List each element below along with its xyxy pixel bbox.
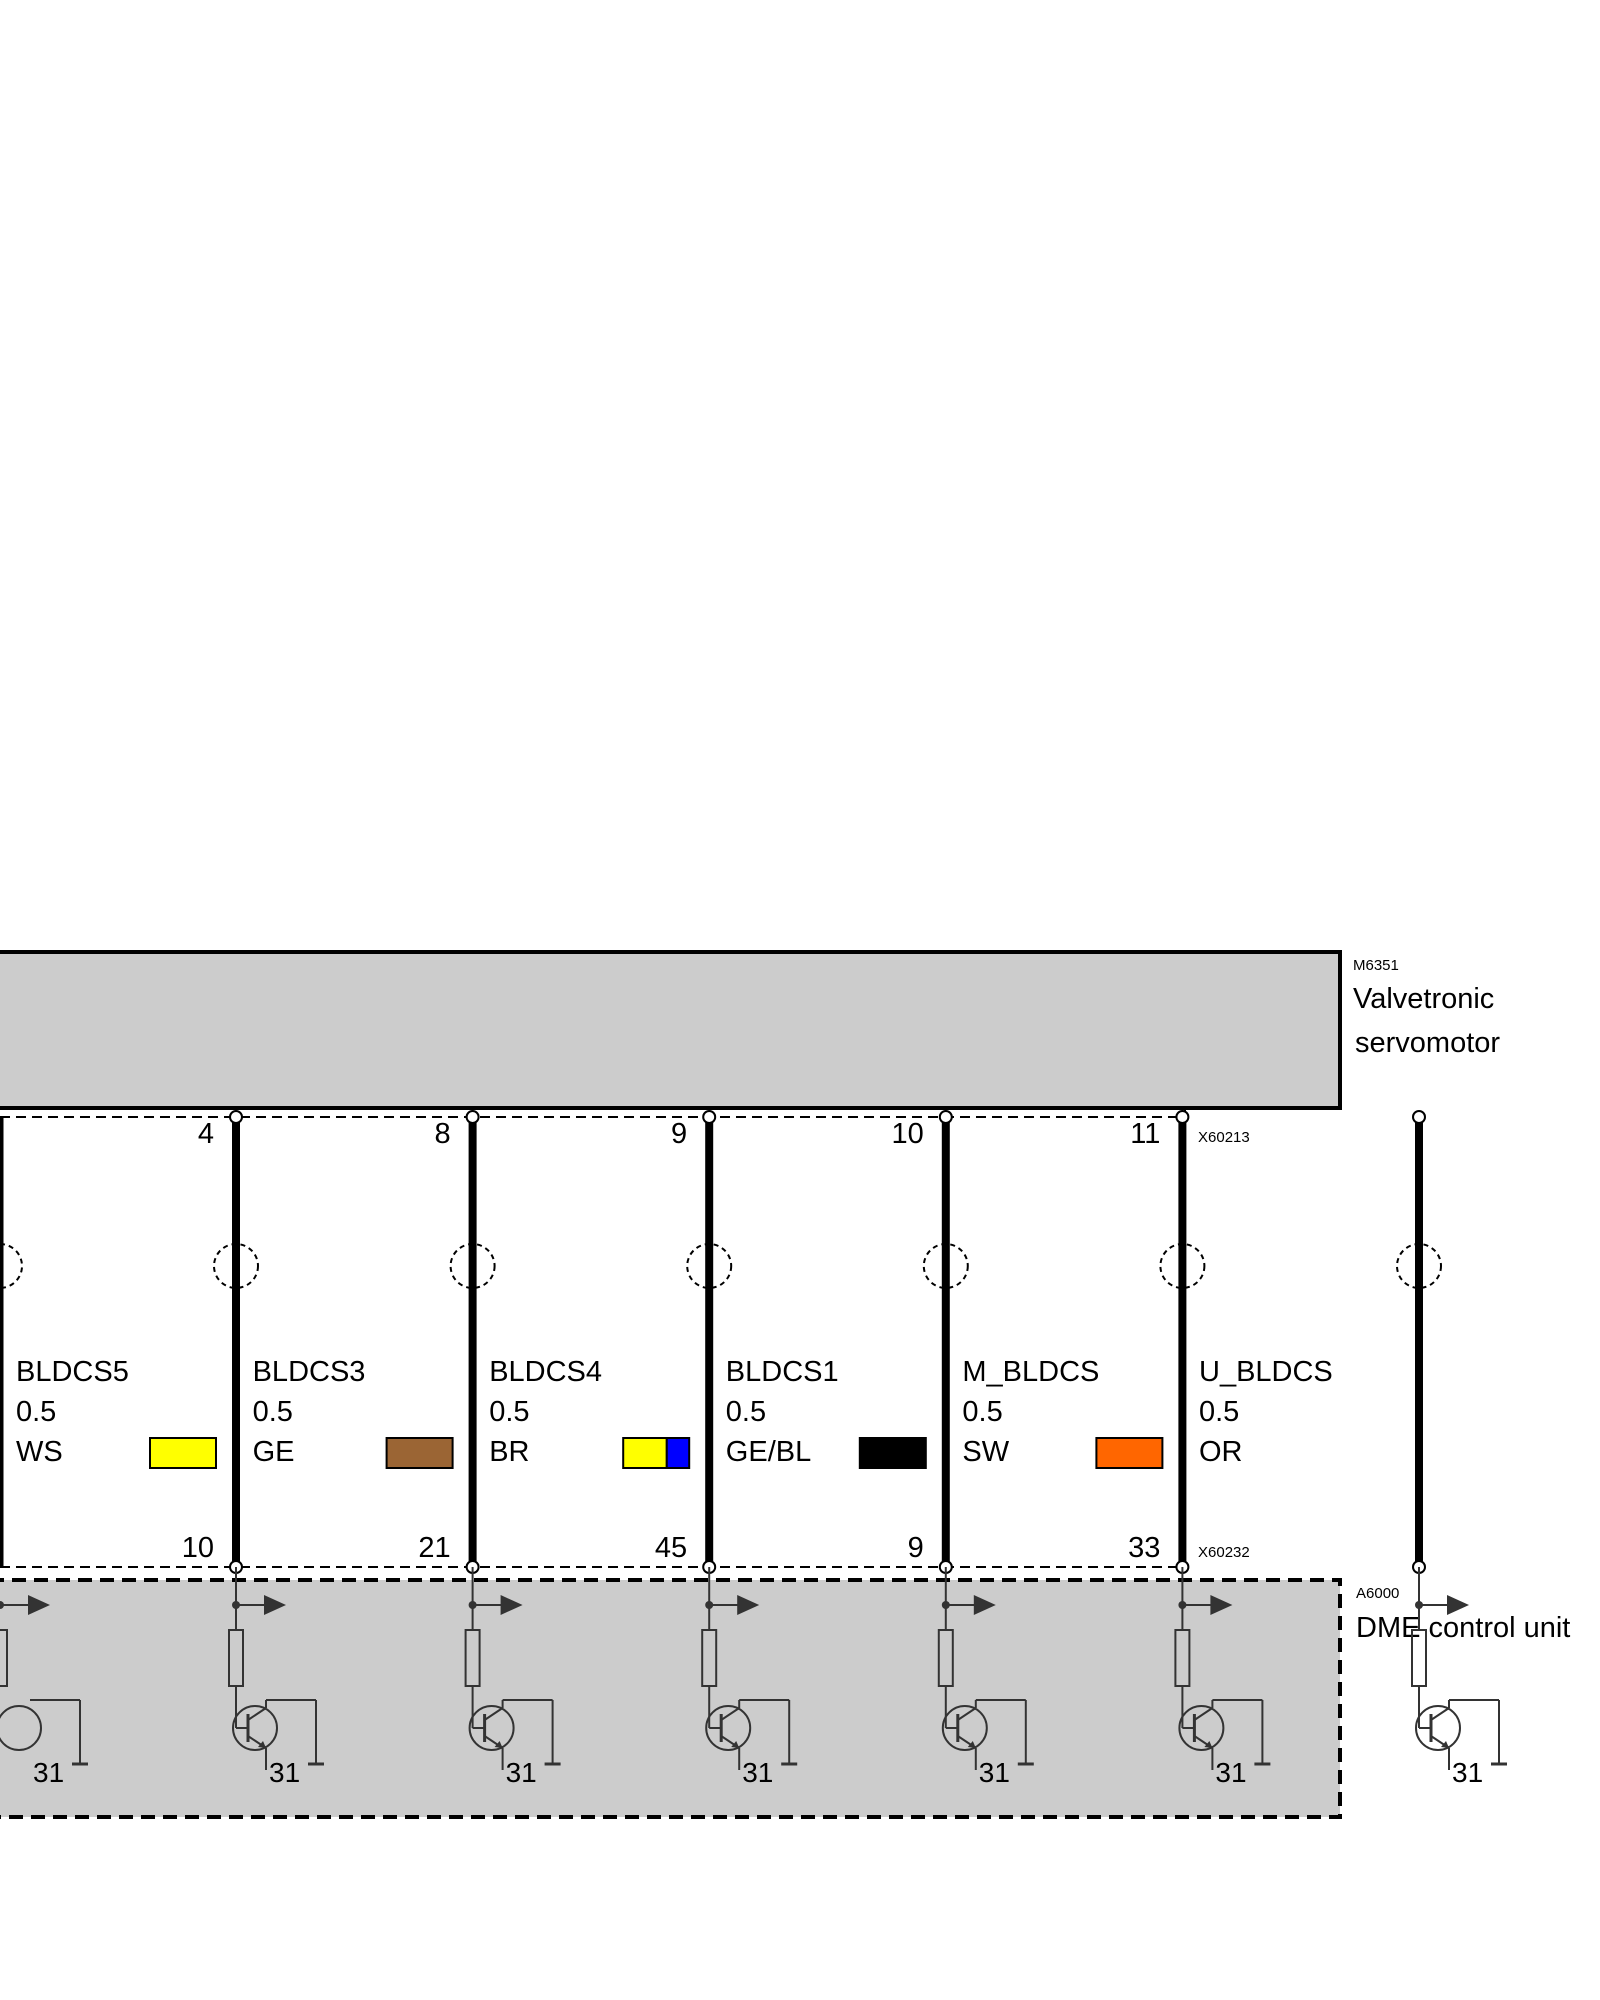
pin-terminal bbox=[702, 1110, 717, 1124]
output-arrow-icon-partial bbox=[28, 1595, 50, 1615]
wire-signal-label: BLDCS1 bbox=[726, 1356, 839, 1388]
emitter-arrow-icon bbox=[731, 1741, 740, 1748]
emitter-arrow-icon bbox=[967, 1741, 976, 1748]
transistor-icon bbox=[705, 1705, 752, 1751]
ground-label: 31 bbox=[1215, 1757, 1246, 1788]
ground-label: 31 bbox=[742, 1757, 773, 1788]
pin-terminal bbox=[229, 1110, 243, 1124]
shield-circle bbox=[213, 1243, 259, 1289]
wire-color-swatch-primary bbox=[622, 1437, 668, 1469]
wire-size-label: 0.5 bbox=[16, 1396, 56, 1428]
top-connector-id: X60213 bbox=[1198, 1129, 1250, 1146]
wire-signal-label: BLDCS4 bbox=[489, 1356, 602, 1388]
transistor-icon bbox=[232, 1705, 278, 1751]
transistor-icon-partial bbox=[0, 1705, 42, 1751]
bottom-pin-number: 9 bbox=[908, 1532, 924, 1564]
wire-size-label: 0.5 bbox=[489, 1396, 529, 1428]
emitter-arrow-icon bbox=[1441, 1741, 1449, 1748]
bottom-connector-id: X60232 bbox=[1198, 1544, 1250, 1561]
shield-circle bbox=[1159, 1243, 1206, 1289]
shield-circle bbox=[922, 1243, 969, 1289]
pin-terminal bbox=[938, 1110, 953, 1124]
wire-signal-label: BLDCS5 bbox=[16, 1356, 129, 1388]
output-arrow-icon bbox=[973, 1595, 996, 1615]
wire-color-code: WS bbox=[16, 1436, 63, 1468]
emitter-arrow-icon bbox=[494, 1741, 503, 1748]
transistor-collector bbox=[484, 1707, 504, 1721]
wire-signal-label: BLDCS3 bbox=[253, 1356, 366, 1388]
ground-label: 31 bbox=[269, 1757, 300, 1788]
bottom-pin-number: 21 bbox=[418, 1532, 450, 1564]
wire-color-code: GE bbox=[253, 1436, 295, 1468]
output-arrow-icon bbox=[500, 1595, 523, 1615]
transistor-icon bbox=[1415, 1705, 1461, 1751]
wire-color-code: GE/BL bbox=[726, 1436, 811, 1468]
servomotor-name-line1: Valvetronic bbox=[1353, 983, 1494, 1015]
ground-label: 31 bbox=[979, 1757, 1010, 1788]
top-pin-number: 9 bbox=[671, 1118, 687, 1150]
control-unit-id: A6000 bbox=[1356, 1585, 1399, 1602]
bottom-pin-number: 10 bbox=[182, 1532, 214, 1564]
wire-signal-label: M_BLDCS bbox=[962, 1356, 1099, 1388]
wire-color-code: SW bbox=[962, 1436, 1009, 1468]
top-pin-number: 11 bbox=[1130, 1118, 1160, 1150]
top-pin-number: 4 bbox=[198, 1118, 214, 1150]
transistor-collector bbox=[1430, 1707, 1450, 1721]
shield-circle bbox=[686, 1243, 733, 1289]
servomotor-block bbox=[0, 950, 1342, 1110]
output-arrow-icon bbox=[264, 1595, 286, 1615]
wire-color-code: BR bbox=[489, 1436, 529, 1468]
top-pin-number: 8 bbox=[434, 1118, 450, 1150]
wire-color-swatch bbox=[858, 1437, 927, 1469]
transistor-icon bbox=[468, 1705, 515, 1751]
transistor-collector bbox=[1193, 1707, 1213, 1721]
output-arrow-icon bbox=[737, 1595, 760, 1615]
wire-color-swatch bbox=[385, 1437, 454, 1469]
ground-label-partial: 31 bbox=[33, 1757, 64, 1788]
transistor-collector bbox=[957, 1707, 977, 1721]
resistor-icon-partial bbox=[0, 1629, 8, 1687]
emitter-arrow-icon bbox=[1204, 1741, 1213, 1748]
ground-label: 31 bbox=[506, 1757, 537, 1788]
wire-size-label: 0.5 bbox=[253, 1396, 293, 1428]
wire-size-label: 0.5 bbox=[726, 1396, 766, 1428]
wire-signal-label: U_BLDCS bbox=[1199, 1356, 1333, 1388]
control-unit-name: DME control unit bbox=[1356, 1612, 1570, 1644]
top-pin-number: 10 bbox=[892, 1118, 924, 1150]
servomotor-id: M6351 bbox=[1353, 957, 1399, 974]
ground-label: 31 bbox=[1452, 1757, 1483, 1788]
control-unit-block bbox=[0, 1578, 1342, 1819]
transistor-collector bbox=[247, 1707, 267, 1721]
wire-color-code: OR bbox=[1199, 1436, 1243, 1468]
transistor-collector bbox=[720, 1707, 740, 1721]
wire-size-label: 0.5 bbox=[962, 1396, 1002, 1428]
pin-terminal bbox=[465, 1110, 480, 1124]
output-arrow-icon bbox=[1447, 1595, 1469, 1615]
shield-circle bbox=[1396, 1243, 1442, 1289]
wire-color-swatch-stripe bbox=[665, 1437, 691, 1469]
emitter-arrow-icon bbox=[258, 1741, 266, 1748]
pin-terminal bbox=[1412, 1110, 1426, 1124]
output-arrow-icon bbox=[1210, 1595, 1233, 1615]
wire-color-swatch bbox=[149, 1437, 217, 1469]
wires-layer: 410BLDCS50.5WS31821BLDCS30.5GE31945BLDCS… bbox=[0, 1110, 1507, 1788]
bottom-pin-number: 45 bbox=[655, 1532, 687, 1564]
servomotor-name-line2: servomotor bbox=[1355, 1027, 1500, 1059]
wire-color-swatch bbox=[1095, 1437, 1164, 1469]
shield-circle bbox=[449, 1243, 496, 1289]
pin-terminal bbox=[1175, 1110, 1190, 1124]
bottom-pin-number: 33 bbox=[1128, 1532, 1160, 1564]
transistor-icon bbox=[1178, 1705, 1225, 1751]
transistor-icon bbox=[941, 1705, 988, 1751]
wire-size-label: 0.5 bbox=[1199, 1396, 1239, 1428]
